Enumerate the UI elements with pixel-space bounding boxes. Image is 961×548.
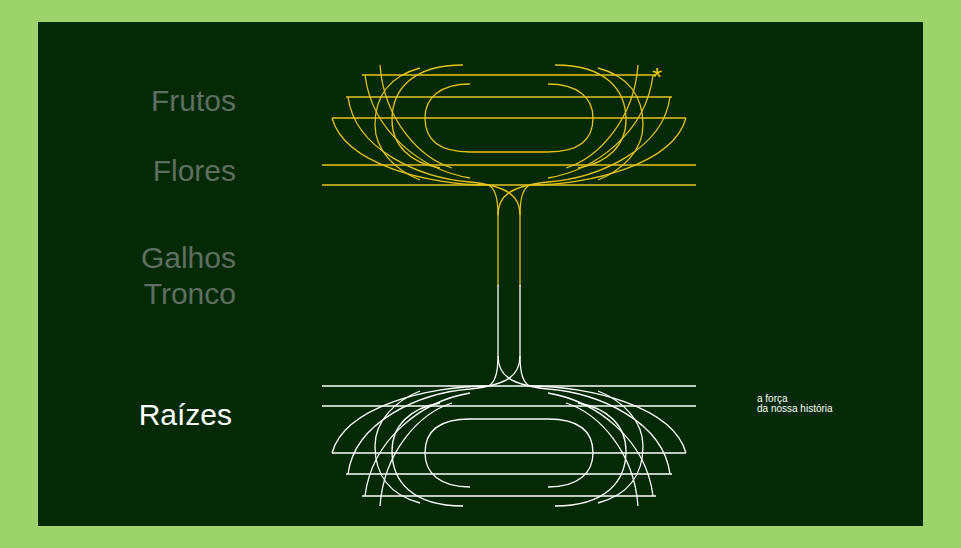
- level-label: Galhos: [141, 243, 236, 273]
- asterisk-mark: *: [652, 64, 662, 90]
- level-label: Flores: [153, 156, 236, 186]
- level-label: Raízes: [139, 400, 232, 430]
- tagline-text: da nossa história: [757, 404, 833, 414]
- tagline-text: a força: [757, 394, 788, 404]
- level-label: Frutos: [151, 86, 236, 116]
- level-label: Tronco: [144, 279, 236, 309]
